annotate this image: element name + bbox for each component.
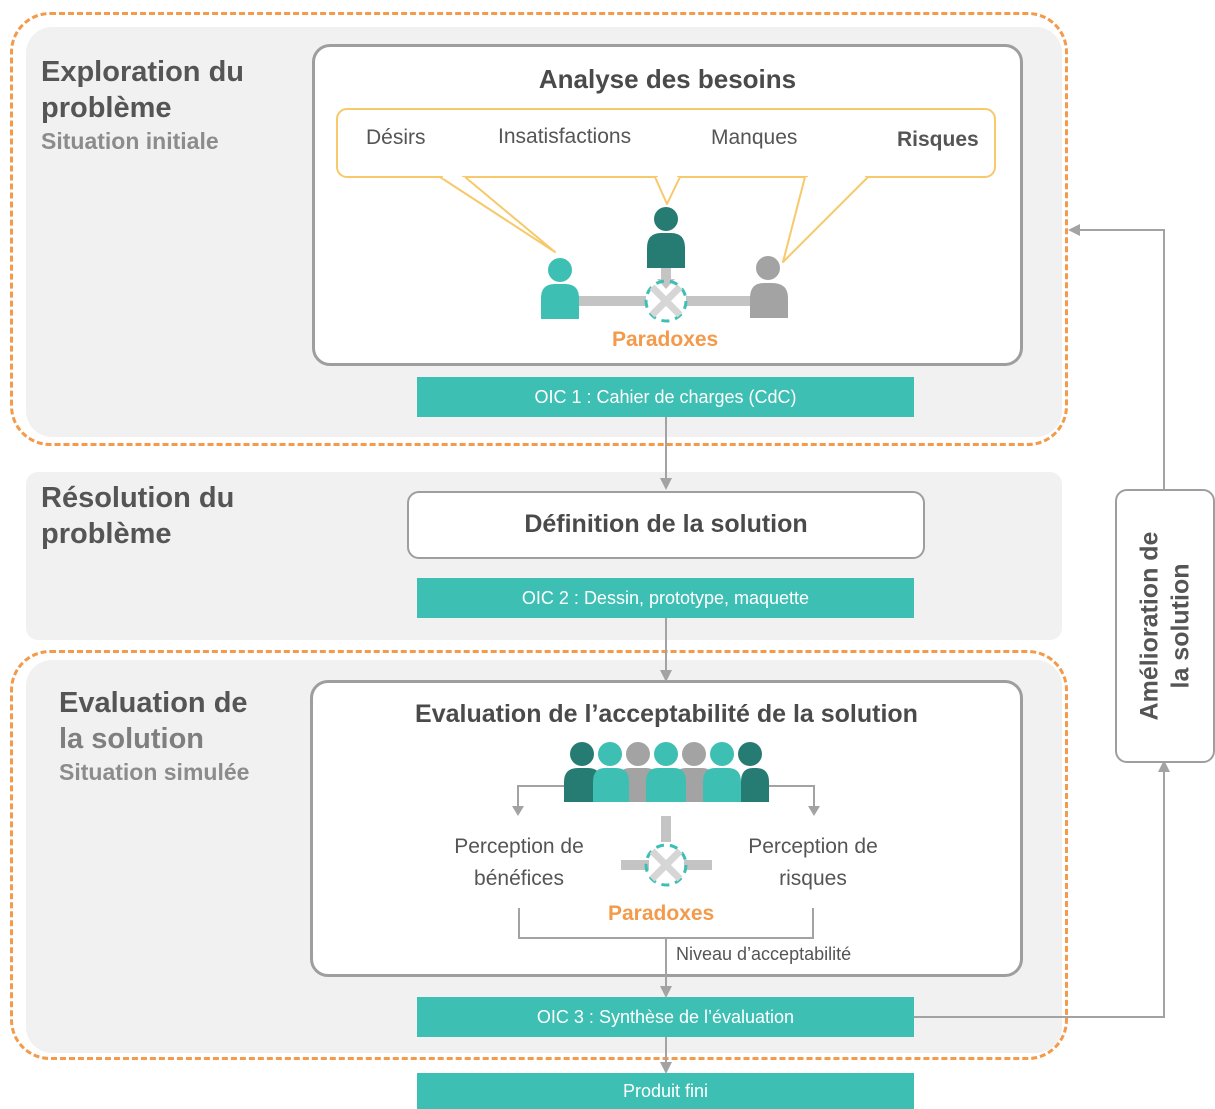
needs-analysis-title: Analyse des besoins <box>538 64 797 94</box>
perception-benefits-line1: Perception de <box>454 835 584 858</box>
need-insatisfactions: Insatisfactions <box>498 125 632 148</box>
connector-right <box>686 296 756 306</box>
connector-left <box>578 296 646 306</box>
improvement-line1: Amélioration de <box>1135 531 1164 721</box>
final-product-bar: Produit fini <box>417 1073 914 1109</box>
evaluation-dashed-outline <box>10 650 1068 1060</box>
paradox-icon-2 <box>644 843 688 887</box>
need-desirs: Désirs <box>366 126 426 149</box>
perception-benefits-line2: bénéfices <box>474 867 564 890</box>
oic2-bar: OIC 2 : Dessin, prototype, maquette <box>417 578 914 618</box>
resolution-title-line1: Résolution du <box>41 482 235 514</box>
exploration-dashed-outline <box>10 12 1068 446</box>
paradox-icon <box>644 279 688 323</box>
oic1-bar: OIC 1 : Cahier de charges (CdC) <box>417 377 914 417</box>
needs-paradox-label: Paradoxes <box>612 328 719 351</box>
need-manques: Manques <box>711 126 798 149</box>
perception-risks: Perception de risques <box>728 831 898 895</box>
improvement-line2: la solution <box>1166 563 1195 689</box>
evaluation-subtitle: Situation simulée <box>59 759 250 785</box>
exploration-title-line1: Exploration du <box>41 56 244 88</box>
definition-title: Définition de la solution <box>524 510 808 538</box>
perception-risks-line2: risques <box>779 867 847 890</box>
oic3-bar: OIC 3 : Synthèse de l’évaluation <box>417 997 914 1037</box>
evaluation-title-line2: la solution <box>59 723 204 755</box>
improvement-label: Amélioration de la solution <box>1115 489 1215 763</box>
acceptability-title: Evaluation de l’acceptabilité de la solu… <box>415 700 918 728</box>
person-top-icon <box>647 207 685 268</box>
perception-risks-line1: Perception de <box>748 835 878 858</box>
resolution-phase-label: Résolution du problème <box>41 480 234 552</box>
acceptability-paradox-label: Paradoxes <box>608 902 715 925</box>
perception-benefits: Perception de bénéfices <box>434 831 604 895</box>
improvement-box <box>1115 489 1215 763</box>
exploration-title-line2: problème <box>41 92 172 124</box>
definition-card <box>407 491 925 559</box>
exploration-subtitle: Situation initiale <box>41 128 219 154</box>
connector-top <box>661 266 671 280</box>
resolution-title-line2: problème <box>41 518 172 550</box>
evaluation-title-line1: Evaluation de <box>59 687 248 719</box>
needs-callout-bubble <box>336 108 996 263</box>
evaluation-phase-label: Evaluation de la solution Situation simu… <box>59 685 249 787</box>
crowd-icon <box>564 742 769 802</box>
acceptability-level-label: Niveau d’acceptabilité <box>676 944 852 964</box>
needs-analysis-card <box>312 44 1023 366</box>
person-left-icon <box>541 258 579 319</box>
improvement-label-text: Amélioration de la solution <box>1134 532 1196 721</box>
need-risques: Risques <box>897 128 979 151</box>
exploration-phase-label: Exploration du problème Situation initia… <box>41 54 244 156</box>
person-right-icon <box>750 256 788 318</box>
